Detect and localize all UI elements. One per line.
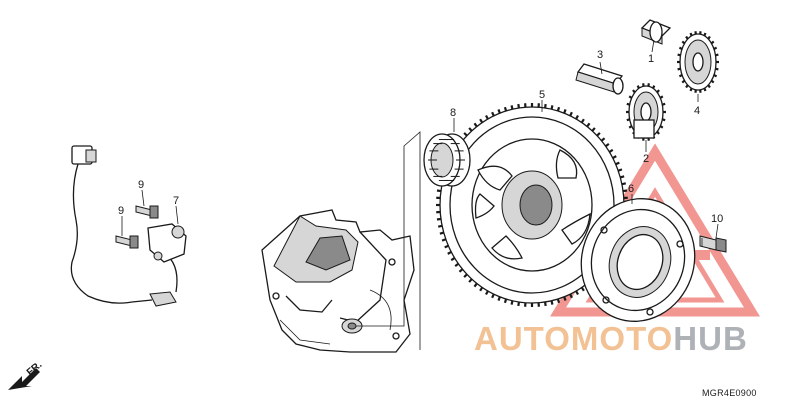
watermark-text-moto: MOTO (571, 320, 673, 357)
callout-3: 3 (597, 49, 603, 61)
watermark-text: AUTOMOTOHUB (474, 320, 748, 357)
callout-9-upper: 9 (138, 179, 144, 191)
leader-lines (121, 39, 719, 239)
front-direction-label: FR. (25, 359, 45, 378)
pulse-sensor (147, 223, 187, 263)
callout-8: 8 (450, 107, 456, 119)
callout-10: 10 (711, 213, 723, 225)
callout-2: 2 (643, 153, 649, 165)
callout-4: 4 (694, 105, 700, 117)
starter-driven-gear (436, 103, 628, 307)
crankcase-outline (261, 209, 415, 353)
diagram-code: MGR4E0900 (702, 388, 757, 398)
callout-6: 6 (628, 183, 634, 195)
needle-bearing (423, 133, 471, 187)
idle-gear-4 (677, 31, 719, 93)
front-direction-arrow-icon (8, 368, 40, 390)
assembly-reference-line (356, 131, 421, 350)
callout-1: 1 (648, 53, 654, 65)
idle-gear-2 (626, 83, 666, 141)
idle-shaft-1 (640, 19, 672, 45)
bolt-9-lower (115, 235, 139, 249)
sensor-harness (70, 145, 178, 307)
bolt-9-upper (135, 205, 159, 219)
callout-5: 5 (539, 89, 545, 101)
starter-clutch-assembly (580, 198, 696, 322)
watermark-text-auto: AUTO (474, 320, 571, 357)
bolt-10 (699, 235, 727, 253)
callout-7: 7 (173, 195, 179, 207)
idle-shaft-3 (575, 63, 624, 95)
callout-9-lower: 9 (118, 205, 124, 217)
watermark-text-hub: HUB (673, 320, 748, 357)
